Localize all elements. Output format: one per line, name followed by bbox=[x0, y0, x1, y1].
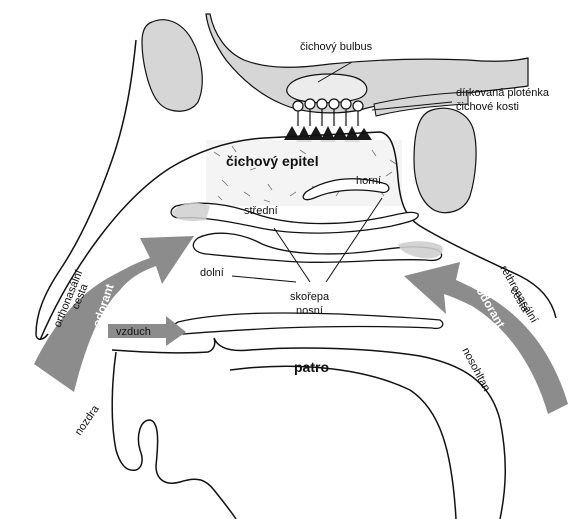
sinus-right bbox=[414, 108, 476, 212]
sinus-left bbox=[142, 20, 202, 112]
label-nozdra: nozdra bbox=[73, 403, 103, 438]
label-dolni: dolní bbox=[200, 267, 224, 279]
label-plate-2: čichové kosti bbox=[456, 101, 519, 113]
throat-line bbox=[230, 366, 456, 519]
bulb-body bbox=[287, 74, 367, 103]
label-patro: patro bbox=[294, 359, 329, 375]
label-horni: horní bbox=[356, 175, 381, 187]
label-vzduch: vzduch bbox=[116, 326, 151, 338]
label-stredni: střední bbox=[244, 205, 278, 217]
label-skorepa-2: nosní bbox=[296, 305, 323, 317]
bone-left bbox=[142, 20, 202, 112]
label-bulbus: čichový bulbus bbox=[300, 41, 373, 53]
label-nosohltan: nosohltan bbox=[459, 346, 492, 394]
leader-horni bbox=[326, 198, 382, 282]
label-skorepa-1: skořepa bbox=[290, 291, 330, 303]
leader-dolni bbox=[232, 276, 296, 282]
bone-right bbox=[414, 108, 476, 212]
label-epitel: čichový epitel bbox=[226, 153, 319, 169]
mouth-outline bbox=[112, 352, 236, 519]
label-plate-1: dírkovaná ploténka bbox=[456, 87, 550, 99]
